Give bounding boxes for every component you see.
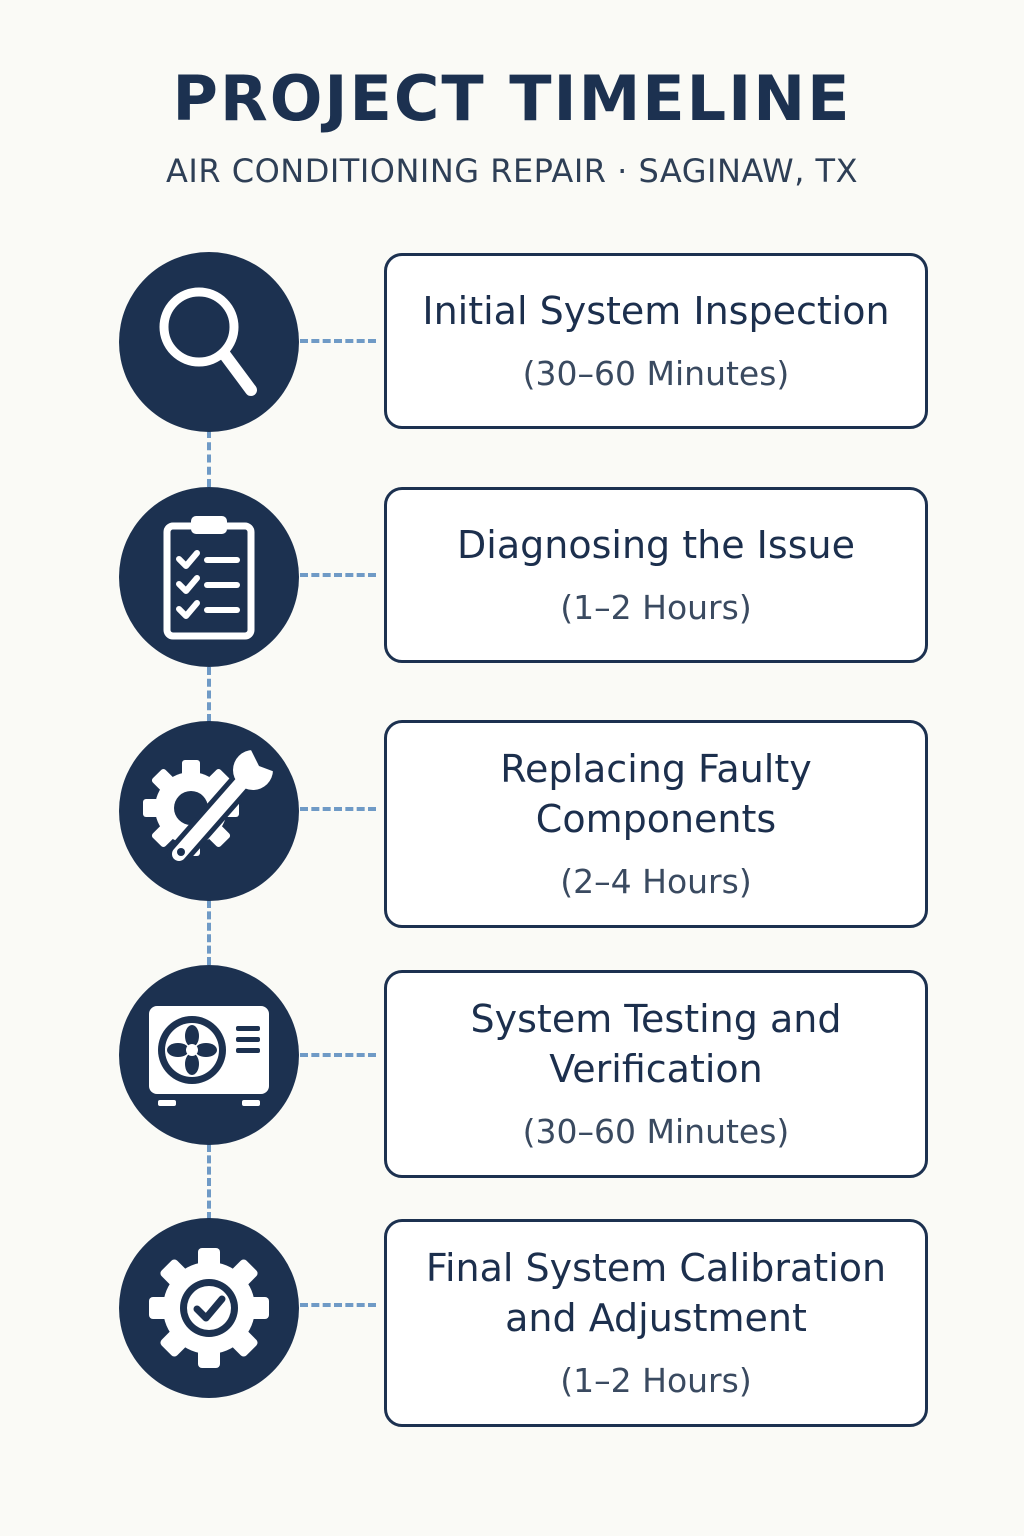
ac-unit-icon	[149, 1006, 269, 1106]
step-icon-circle	[119, 252, 299, 432]
step-title: Final System Calibration and Adjustment	[425, 1246, 887, 1340]
step-connector	[300, 1053, 376, 1057]
step-duration: (1–2 Hours)	[560, 588, 752, 627]
step-icon-circle	[119, 487, 299, 667]
step-connector	[300, 573, 376, 577]
step-duration: (1–2 Hours)	[560, 1361, 752, 1400]
timeline-spine-segment	[207, 1144, 211, 1220]
page-subtitle: AIR CONDITIONING REPAIR · SAGINAW, TX	[165, 152, 858, 190]
timeline-spine-segment	[207, 667, 211, 722]
gear-check-icon	[149, 1248, 269, 1368]
step-duration: (30–60 Minutes)	[522, 1112, 790, 1151]
step-icon-circle	[119, 721, 299, 901]
magnifying-glass-icon	[159, 287, 257, 396]
gear-wrench-icon	[143, 750, 275, 866]
step-title: Diagnosing the Issue	[457, 523, 855, 567]
step-connector	[300, 807, 376, 811]
step-card: Diagnosing the Issue (1–2 Hours)	[384, 487, 928, 663]
step-card: System Testing and Verification (30–60 M…	[384, 970, 928, 1178]
clipboard-checklist-icon	[163, 516, 255, 640]
step-card: Replacing Faulty Components (2–4 Hours)	[384, 720, 928, 928]
step-title: Initial System Inspection	[422, 289, 890, 333]
step-icon-circle	[119, 965, 299, 1145]
step-title: Replacing Faulty Components	[500, 747, 812, 841]
step-connector	[300, 1303, 376, 1307]
step-duration: (30–60 Minutes)	[522, 354, 790, 393]
step-duration: (2–4 Hours)	[560, 862, 752, 901]
step-connector	[300, 339, 376, 343]
step-card: Final System Calibration and Adjustment …	[384, 1219, 928, 1427]
step-icon-circle	[119, 1218, 299, 1398]
step-card: Initial System Inspection (30–60 Minutes…	[384, 253, 928, 429]
timeline-spine-segment	[207, 430, 211, 487]
timeline-spine-segment	[207, 900, 211, 965]
step-title: System Testing and Verification	[470, 997, 842, 1091]
page-title: PROJECT TIMELINE	[172, 62, 852, 135]
